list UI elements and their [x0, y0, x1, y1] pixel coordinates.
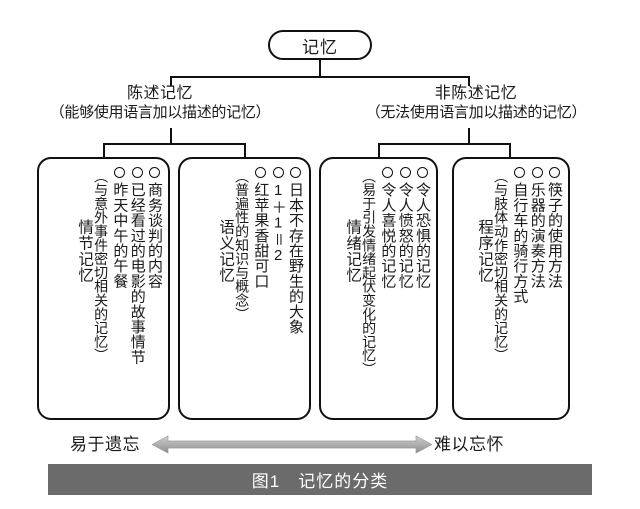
scale-label-easy-to-forget: 易于遗忘: [70, 435, 140, 454]
connector-declarative-stem: [170, 128, 172, 144]
list-item: 筷子的使用方法: [546, 167, 563, 288]
list-item: 令人愤怒的记忆: [396, 167, 414, 289]
bullet-circle-icon: [131, 167, 143, 178]
branch-non-declarative-title: 非陈述记忆: [434, 85, 518, 102]
category-box-emotional: 令人恐惧的记忆 令人愤怒的记忆 令人喜悦的记忆 （易于引发情绪起伏变化的记忆） …: [319, 157, 438, 420]
list-item: 日本不存在野生的大象: [287, 167, 304, 334]
connector-branch-left-drop: [170, 76, 172, 86]
category-description: （与意外事件密切相关的记忆）: [93, 169, 110, 363]
list-item-label: 商务谈判的内容: [146, 182, 163, 289]
list-item: 乐器的演奏方法: [528, 167, 546, 289]
list-item-label: 乐器的演奏方法: [528, 182, 546, 289]
branch-declarative: 陈述记忆 （能够使用语言加以描述的记忆）: [10, 84, 310, 122]
category-box-episodic: 商务谈判的内容 已经看过的电影的故事情节 昨天中午的午餐 （与意外事件密切相关的…: [37, 157, 170, 420]
bullet-circle-icon: [255, 167, 267, 178]
list-item-label: 令人恐惧的记忆: [414, 182, 431, 289]
connector-branch-right-drop: [468, 76, 470, 86]
figure-caption-text: 图1 记忆的分类: [251, 472, 389, 491]
branch-non-declarative: 非陈述记忆 （无法使用语言加以描述的记忆）: [320, 84, 632, 122]
bullet-circle-icon: [514, 167, 526, 178]
connector-box-semantic-drop: [244, 143, 246, 158]
category-description: （与肢体动作密切相关的记忆）: [493, 169, 510, 363]
root-node-memory: 记忆: [268, 30, 372, 60]
list-item: 已经看过的电影的故事情节: [128, 167, 146, 365]
connector-non-declarative-horizontal: [378, 143, 511, 145]
bullet-circle-icon: [399, 167, 411, 178]
list-item-label: 日本不存在野生的大象: [287, 182, 304, 334]
category-title: 情节记忆: [76, 219, 94, 283]
bullet-circle-icon: [531, 167, 543, 178]
forgetting-scale: 易于遗忘 难以忘怀: [0, 432, 640, 458]
list-item: 自行车的骑行方式: [511, 167, 528, 304]
branch-declarative-subtitle: （能够使用语言加以描述的记忆）: [49, 103, 271, 121]
figure-caption-bar: 图1 记忆的分类: [48, 464, 592, 495]
bullet-circle-icon: [416, 167, 428, 178]
list-item: 昨天中午的午餐: [111, 167, 128, 288]
bullet-circle-icon: [548, 167, 560, 178]
branch-non-declarative-subtitle: （无法使用语言加以描述的记忆）: [365, 103, 587, 121]
scale-label-hard-to-forget: 难以忘怀: [434, 435, 504, 454]
list-item: 商务谈判的内容: [146, 167, 163, 288]
category-description: （普遍性的知识与概念）: [234, 169, 251, 321]
connector-box-emotional-drop: [378, 143, 380, 158]
list-item: 令人恐惧的记忆: [414, 167, 431, 288]
list-item-label: 筷子的使用方法: [546, 182, 563, 289]
connector-non-declarative-stem: [468, 128, 470, 144]
connector-level1-horizontal: [170, 76, 470, 78]
connector-declarative-horizontal: [103, 143, 245, 145]
bullet-circle-icon: [272, 167, 284, 178]
list-item-label: 自行车的骑行方式: [511, 182, 529, 304]
category-box-procedural: 筷子的使用方法 乐器的演奏方法 自行车的骑行方式 （与肢体动作密切相关的记忆） …: [452, 157, 570, 420]
list-item-label: 1＋1＝2: [269, 182, 287, 264]
double-headed-arrow-icon: [152, 435, 432, 454]
list-item: 1＋1＝2: [269, 167, 287, 264]
connector-box-episodic-drop: [103, 143, 105, 158]
category-description: （易于引发情绪起伏变化的记忆）: [361, 169, 378, 377]
connector-box-procedural-drop: [509, 143, 511, 158]
category-box-semantic: 日本不存在野生的大象 1＋1＝2 红苹果香甜可口 （普遍性的知识与概念） 语义记…: [178, 157, 311, 420]
bullet-circle-icon: [382, 167, 394, 178]
bullet-circle-icon: [114, 167, 126, 178]
branch-declarative-title: 陈述记忆: [126, 85, 193, 102]
category-title: 程序记忆: [476, 219, 494, 283]
list-item-label: 红苹果香甜可口: [252, 182, 270, 289]
list-item-label: 已经看过的电影的故事情节: [128, 182, 146, 365]
list-item-label: 令人愤怒的记忆: [396, 182, 414, 289]
list-item-label: 令人喜悦的记忆: [379, 182, 397, 289]
list-item-label: 昨天中午的午餐: [111, 182, 129, 289]
category-title: 情绪记忆: [344, 219, 362, 283]
list-item: 令人喜悦的记忆: [379, 167, 396, 288]
root-node-label: 记忆: [302, 37, 338, 57]
bullet-circle-icon: [289, 167, 301, 178]
category-title: 语义记忆: [217, 219, 235, 283]
connector-root-stem: [319, 60, 321, 78]
bullet-circle-icon: [148, 167, 160, 178]
list-item: 红苹果香甜可口: [252, 167, 269, 288]
